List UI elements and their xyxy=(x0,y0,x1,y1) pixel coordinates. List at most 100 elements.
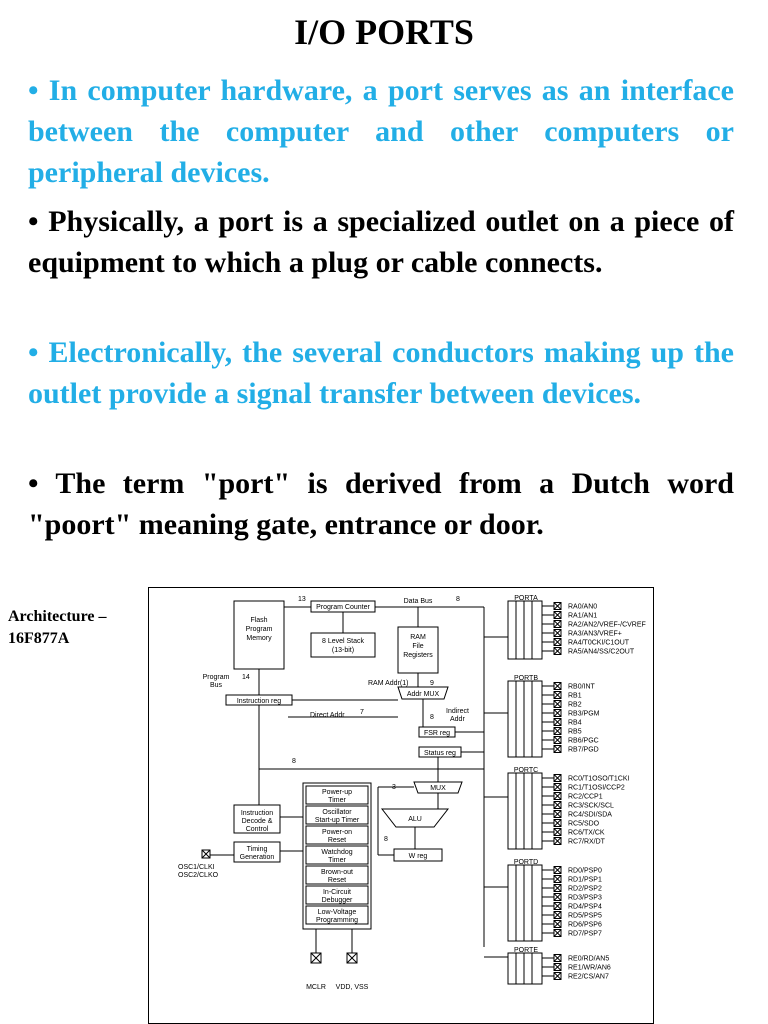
pin-label: RE0/RD/AN5 xyxy=(568,956,609,963)
addr-mux-label: Addr MUX xyxy=(407,691,440,698)
width-9-label: 9 xyxy=(430,680,434,687)
power-block-brownout xyxy=(305,865,369,885)
pin-label: RB7/PGD xyxy=(568,747,599,754)
w-reg-label: W reg xyxy=(409,853,428,860)
pin-label: RA4/T0CKI/C1OUT xyxy=(568,640,630,647)
fsr-reg-label: FSR reg xyxy=(424,730,450,737)
pin-label: RB3/PGM xyxy=(568,711,600,718)
pin-label: RB4 xyxy=(568,720,582,727)
power-block-lowvolt xyxy=(305,905,369,925)
power-block-oscillator xyxy=(305,805,369,825)
ram-addr-label: RAM Addr(1) xyxy=(368,680,408,687)
vdd-vss-label: VDD, VSS xyxy=(336,984,369,991)
pin-label: RB5 xyxy=(568,729,582,736)
pin-label: RA3/AN3/VREF+ xyxy=(568,631,622,638)
pin-label: RD3/PSP3 xyxy=(568,895,602,902)
port-latch-block xyxy=(507,864,543,942)
width-8-label: 8 xyxy=(456,596,460,603)
page-title: I/O PORTS xyxy=(294,12,474,52)
pin-label: RC0/T1OSO/T1CKI xyxy=(568,776,630,783)
pin-label: RB1 xyxy=(568,693,582,700)
status-reg-label: Status reg xyxy=(424,750,456,757)
width-14-label: 14 xyxy=(242,674,250,681)
pin-label: RC2/CCP1 xyxy=(568,794,603,801)
mux-block xyxy=(413,781,463,794)
pin-label: RA0/AN0 xyxy=(568,604,597,611)
bullet-text: Physically, a port is a specialized outl… xyxy=(28,205,734,279)
pin-label: RC7/RX/DT xyxy=(568,839,606,846)
pin-label: RC1/T1OSI/CCP2 xyxy=(568,785,625,792)
pin-label: RA2/AN2/VREF-/CVREF xyxy=(568,622,646,629)
bullet-marker: • xyxy=(28,467,39,500)
mux-label: MUX xyxy=(430,785,446,792)
port-name-label: PORTC xyxy=(514,767,538,774)
pin-label: RC3/SCK/SCL xyxy=(568,803,614,810)
port-name-label: PORTD xyxy=(514,859,538,866)
data-bus-label: Data Bus xyxy=(404,598,433,605)
bus-lines xyxy=(201,606,508,964)
architecture-label: Architecture – 16F877A xyxy=(8,608,107,647)
port-portb: PORTBRB0/INTRB1RB2RB3/PGMRB4RB5RB6/PGCRB… xyxy=(507,675,600,758)
bullet-marker: • xyxy=(28,74,39,107)
port-name-label: PORTA xyxy=(514,595,538,602)
bullet-marker: • xyxy=(28,205,39,238)
pin-label: RC5/SDO xyxy=(568,821,600,828)
power-block-debugger xyxy=(305,885,369,905)
width-13-label: 13 xyxy=(298,596,306,603)
pin-label: RD2/PSP2 xyxy=(568,886,602,893)
stack-block xyxy=(310,632,376,658)
power-block-power_on xyxy=(305,825,369,845)
port-name-label: PORTE xyxy=(514,947,538,954)
pin-label: RD6/PSP6 xyxy=(568,922,602,929)
pin-label: RC6/TX/CK xyxy=(568,830,605,837)
alu-block xyxy=(380,808,450,828)
stack-label: 8 Level Stack(13-bit) xyxy=(322,638,365,654)
bullet-electronic: • Electronically, the several conductors… xyxy=(28,332,734,414)
bullet-physical: • Physically, a port is a specialized ou… xyxy=(28,201,734,283)
width-8c-label: 8 xyxy=(292,758,296,765)
instruction-decode-block xyxy=(233,804,281,834)
port-latch-block xyxy=(507,952,543,985)
port-latch-block xyxy=(507,600,543,660)
pin-label: RE2/CS/AN7 xyxy=(568,974,609,981)
pin-label: RD1/PSP1 xyxy=(568,877,602,884)
width-8b-label: 8 xyxy=(430,714,434,721)
direct-addr-label: Direct Addr xyxy=(310,712,345,719)
pin-label: RA5/AN4/SS/C2OUT xyxy=(568,649,635,656)
power-block-power_up xyxy=(305,785,369,805)
pin-label: RA1/AN1 xyxy=(568,613,597,620)
port-portd: PORTDRD0/PSP0RD1/PSP1RD2/PSP2RD3/PSP3RD4… xyxy=(507,859,602,942)
pin-label: RD5/PSP5 xyxy=(568,913,602,920)
pin-label: RD4/PSP4 xyxy=(568,904,602,911)
pin-label: RE1/WR/AN6 xyxy=(568,965,611,972)
pin-label: RB0/INT xyxy=(568,684,596,691)
power-block-watchdog xyxy=(305,845,369,865)
bullet-text: Electronically, the several conductors m… xyxy=(28,336,734,410)
pin-label: RB2 xyxy=(568,702,582,709)
instruction-reg-label: Instruction reg xyxy=(237,698,281,705)
port-name-label: PORTB xyxy=(514,675,538,682)
alu-label: ALU xyxy=(408,816,422,823)
width-7-label: 7 xyxy=(360,709,364,716)
mclr-label: MCLR xyxy=(306,984,326,991)
program-counter-label: Program Counter xyxy=(316,604,370,611)
width-8d-label: 8 xyxy=(384,836,388,843)
